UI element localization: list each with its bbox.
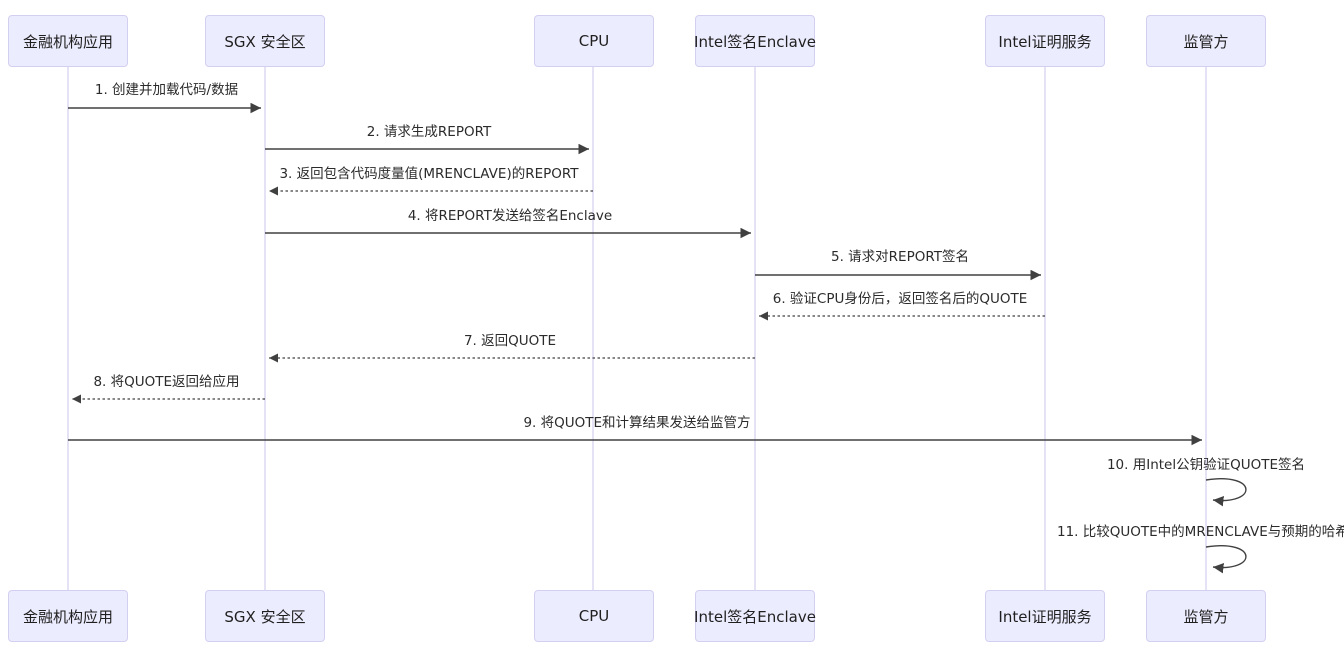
actor-label: CPU [578, 32, 610, 50]
actor-top-intel-signing-enclave: Intel签名Enclave [694, 15, 816, 67]
actor-bottom-cpu: CPU [534, 590, 654, 642]
message-11-self-loop-arrow [1205, 545, 1247, 574]
actor-label: SGX 安全区 [224, 32, 306, 51]
message-2-label: 2. 请求生成REPORT [366, 124, 492, 140]
actor-label: Intel签名Enclave [694, 32, 816, 51]
actor-bottom-intel-attestation-service: Intel证明服务 [985, 590, 1105, 642]
actor-bottom-sgx-enclave: SGX 安全区 [205, 590, 325, 642]
actor-top-sgx-enclave: SGX 安全区 [205, 15, 325, 67]
actor-label: 金融机构应用 [22, 32, 113, 51]
message-6-label: 6. 验证CPU身份后，返回签名后的QUOTE [772, 291, 1028, 307]
message-10-label: 10. 用Intel公钥验证QUOTE签名 [1106, 457, 1306, 473]
actor-bottom-intel-signing-enclave: Intel签名Enclave [694, 590, 816, 642]
actor-label: 监管方 [1183, 32, 1229, 51]
actor-label: Intel签名Enclave [694, 607, 816, 626]
message-11-label: 11. 比较QUOTE中的MRENCLAVE与预期的哈希值 [1057, 524, 1344, 540]
actor-label: CPU [578, 607, 610, 625]
actor-top-cpu: CPU [534, 15, 654, 67]
message-4-label: 4. 将REPORT发送给签名Enclave [407, 208, 613, 224]
message-1-label: 1. 创建并加载代码/数据 [94, 82, 239, 98]
actor-top-financial-app: 金融机构应用 [8, 15, 128, 67]
message-3-label: 3. 返回包含代码度量值(MRENCLAVE)的REPORT [279, 166, 579, 182]
message-5-label: 5. 请求对REPORT签名 [831, 249, 969, 265]
actor-top-regulator: 监管方 [1146, 15, 1266, 67]
actor-label: 金融机构应用 [22, 607, 113, 626]
message-8-label: 8. 将QUOTE返回给应用 [93, 374, 240, 390]
actor-label: SGX 安全区 [224, 607, 306, 626]
actor-top-intel-attestation-service: Intel证明服务 [985, 15, 1105, 67]
message-10-self-loop-arrow [1205, 478, 1247, 507]
actor-bottom-financial-app: 金融机构应用 [8, 590, 128, 642]
actor-label: 监管方 [1183, 607, 1229, 626]
actor-label: Intel证明服务 [998, 32, 1092, 51]
actor-bottom-regulator: 监管方 [1146, 590, 1266, 642]
message-9-label: 9. 将QUOTE和计算结果发送给监管方 [523, 415, 751, 431]
message-7-label: 7. 返回QUOTE [463, 333, 557, 349]
actor-label: Intel证明服务 [998, 607, 1092, 626]
